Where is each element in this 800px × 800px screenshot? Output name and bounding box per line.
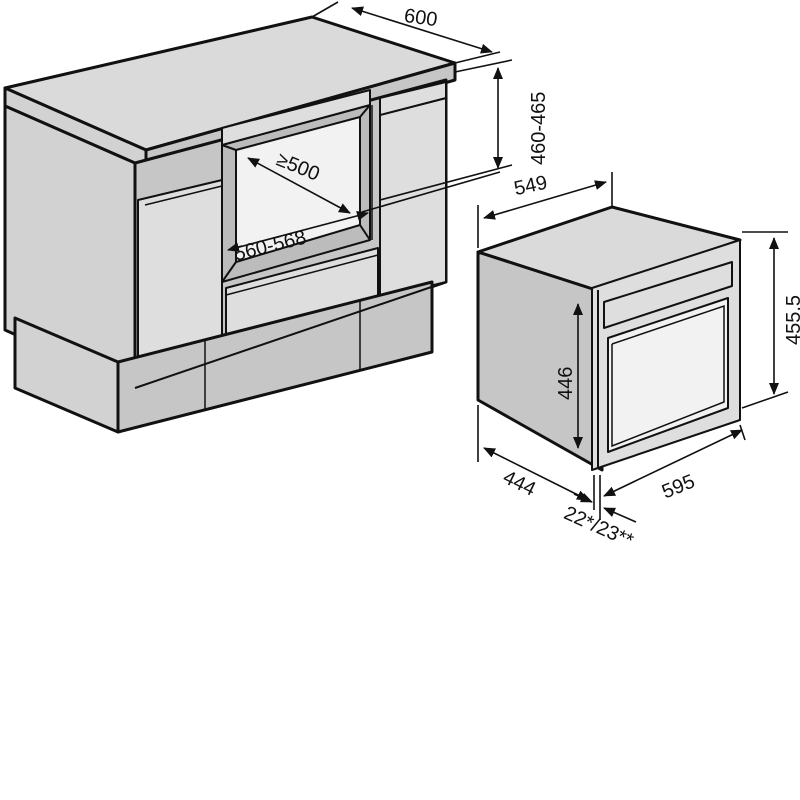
label-460-465: 460-465 bbox=[528, 92, 550, 165]
dim-455-5: 455,5 bbox=[741, 231, 800, 409]
dim-549: 549 bbox=[477, 172, 613, 248]
label-455-5: 455,5 bbox=[783, 295, 800, 345]
oven-door-window bbox=[607, 297, 729, 453]
label-22-23: 22*/23** bbox=[561, 502, 637, 552]
label-549: 549 bbox=[512, 172, 549, 200]
label-595: 595 bbox=[659, 470, 698, 503]
dim-600: 600 bbox=[311, 1, 501, 64]
label-444: 444 bbox=[499, 466, 539, 500]
dim-460-465: 460-465 bbox=[379, 59, 550, 201]
label-600: 600 bbox=[403, 5, 439, 31]
oven bbox=[476, 205, 742, 472]
cabinet-right-top-panel bbox=[379, 81, 447, 116]
cabinet bbox=[3, 15, 457, 434]
niche-upper-frame bbox=[221, 89, 371, 146]
oven-side bbox=[476, 250, 604, 472]
oven-control-panel bbox=[603, 261, 733, 329]
plinth-front bbox=[116, 280, 434, 434]
dim-446: 446 bbox=[555, 303, 583, 449]
label-446: 446 bbox=[555, 367, 577, 400]
